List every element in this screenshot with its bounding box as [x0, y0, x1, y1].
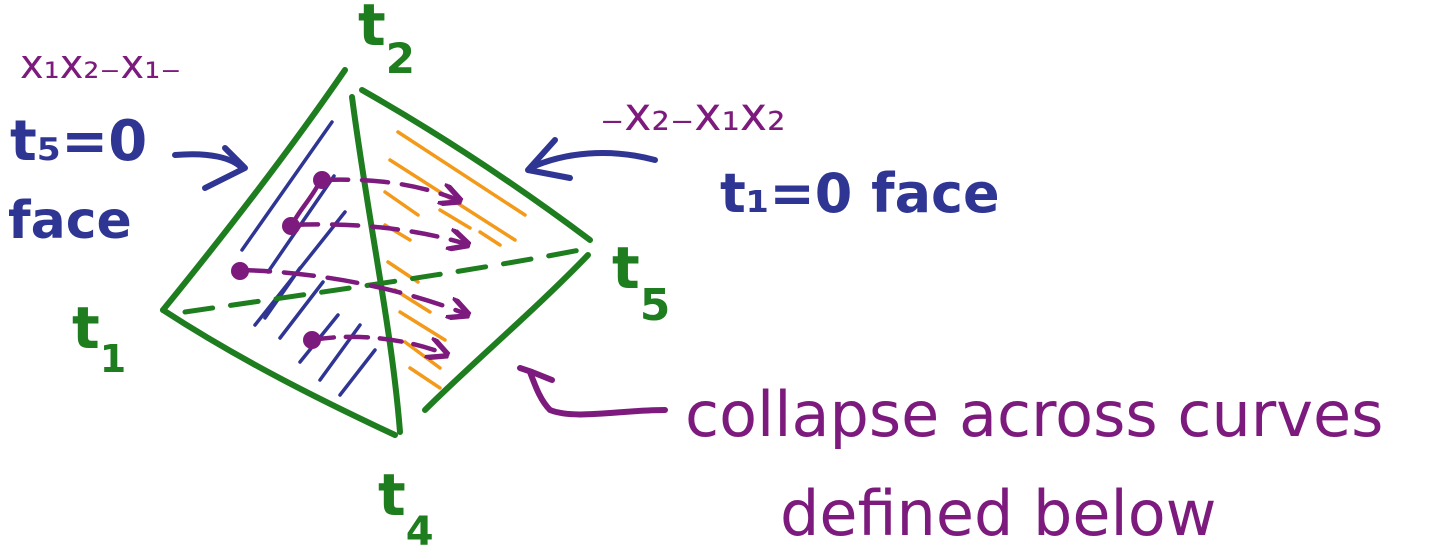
edge-t1-t4: [160, 307, 398, 438]
edge-t1-t5-hidden: [182, 247, 583, 315]
arrow-to-t5-face-head: [202, 145, 248, 191]
curve-dot: [303, 331, 321, 349]
collapse-note-line1: collapse across curves: [685, 378, 1383, 451]
edge-t5-t4: [422, 252, 591, 413]
edge-t2-t4: [349, 94, 403, 435]
curve-4: [309, 334, 445, 354]
curve-3: [237, 267, 466, 314]
t5-face-hatching: [240, 120, 377, 397]
curve-dot: [282, 217, 300, 235]
edge-t2-t5: [359, 87, 593, 243]
arrow-to-t1-face: [527, 150, 658, 171]
curve-dot: [313, 171, 331, 189]
tetrahedron-edges: [160, 67, 593, 438]
collapse-arrow-head: [517, 365, 555, 383]
vertex-t5: t5: [612, 234, 670, 331]
right-monomial: ₋x₂₋x₁x₂: [600, 87, 786, 141]
collapse-pointer-arrow: [517, 365, 668, 418]
right-face-label: t₁=0 face: [720, 162, 1000, 225]
collapse-curves: [237, 177, 466, 354]
curve-1: [319, 177, 458, 200]
vertex-t1: t1: [72, 294, 126, 381]
vertex-labels: t2 t1 t5 t4: [72, 0, 670, 555]
left-face-word: face: [8, 191, 132, 251]
collapse-note-line2: defined below: [780, 477, 1216, 550]
curve-dot: [231, 262, 249, 280]
vertex-t4: t4: [378, 461, 434, 555]
edge-t1-t2: [160, 67, 348, 313]
collapse-arrow-shaft: [527, 369, 668, 418]
t1-face-hatching: [383, 130, 527, 390]
left-monomial: x₁x₂₋x₁₋: [20, 42, 181, 88]
vertex-t2: t2: [358, 0, 415, 83]
face-pointer-arrows: [172, 137, 658, 191]
curve-2: [289, 222, 466, 244]
left-face-equation: t₅=0: [10, 109, 147, 174]
arrow-to-t1-face-head: [525, 137, 573, 181]
curve-start-dots: [231, 171, 331, 349]
